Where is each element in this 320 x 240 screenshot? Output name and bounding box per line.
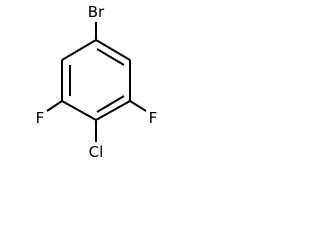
bond-c5-f	[46, 100, 63, 112]
molecular-structure: Br F F Cl	[36, 3, 158, 161]
inner-double-bond-top-right	[96, 48, 125, 66]
bond-c3-c4	[95, 100, 131, 121]
chlorine-label: Cl	[89, 143, 104, 161]
fluorine-left-label: F	[36, 109, 45, 127]
fluorine-right-label: F	[149, 109, 158, 127]
bond-c4-c5	[61, 100, 97, 121]
bromine-label: Br	[88, 3, 105, 21]
bond-c6-c1	[61, 39, 97, 61]
bond-c1-c2	[95, 39, 131, 61]
inner-double-bond-bottom-right	[96, 95, 125, 113]
bond-c3-f	[129, 100, 147, 112]
